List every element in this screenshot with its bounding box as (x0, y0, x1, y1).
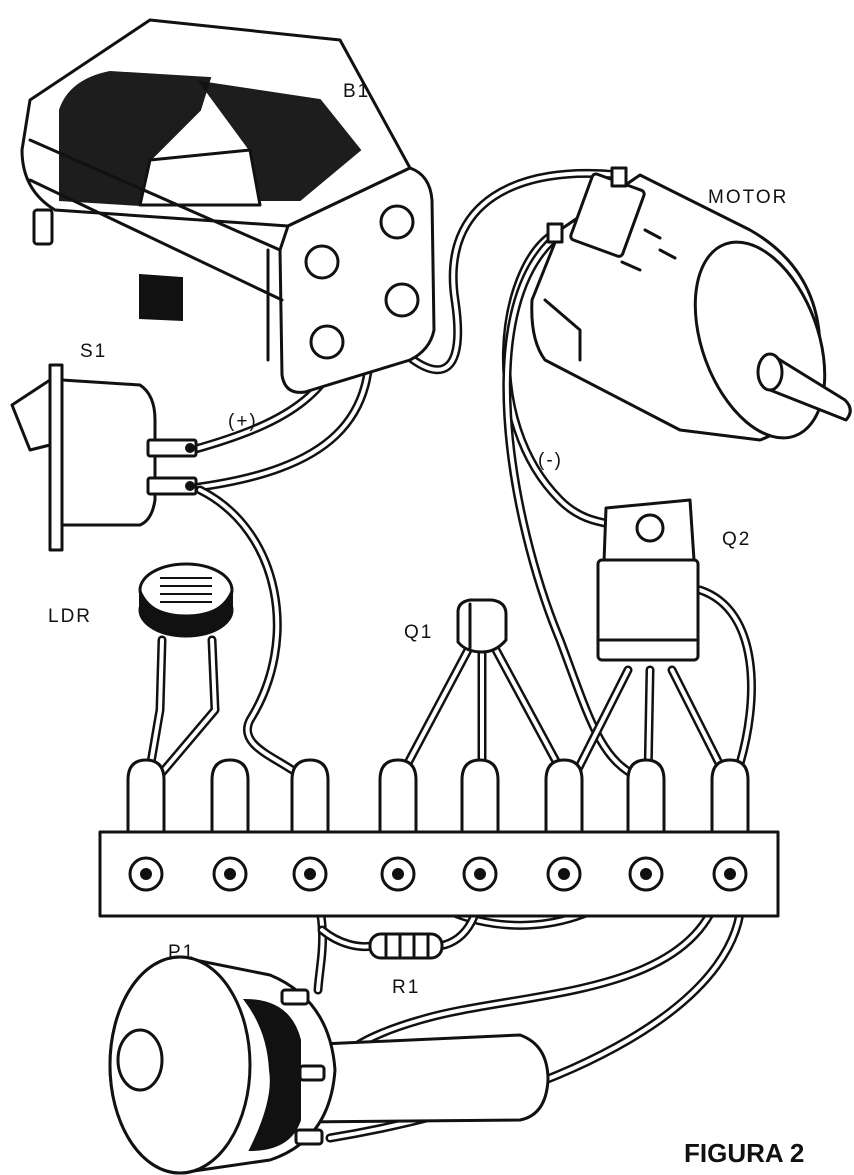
resistor-r1 (368, 932, 444, 960)
label-plus: (+) (228, 411, 258, 432)
terminal-strip (98, 758, 780, 918)
label-minus: (-) (538, 450, 563, 471)
wire-q2-lug8 (695, 585, 756, 775)
ldr-sensor (138, 562, 234, 638)
figure-caption: FIGURA 2 (684, 1138, 804, 1168)
switch-s1 (10, 363, 198, 552)
wire-b1-motor (367, 168, 623, 375)
transistor-q2 (596, 498, 700, 662)
label-motor: MOTOR (708, 187, 788, 208)
motor (530, 166, 852, 442)
transistor-q1 (456, 598, 508, 654)
wire-motor-q2 (501, 230, 620, 530)
wire-s1-strip (195, 485, 315, 790)
label-r1: R1 (392, 977, 420, 998)
potentiometer-p1 (108, 955, 550, 1175)
strip-rivets (128, 856, 748, 892)
label-s1: S1 (80, 341, 107, 362)
strip-lugs (126, 758, 750, 834)
label-q2: Q2 (722, 529, 751, 550)
wire-q1-legs (395, 645, 570, 783)
label-ldr: LDR (48, 606, 92, 627)
battery-holder-b1 (20, 18, 436, 394)
label-q1: Q1 (404, 622, 433, 643)
wire-motor-strip (502, 227, 645, 783)
label-p1: P1 (168, 942, 195, 963)
label-b1: B1 (343, 81, 370, 102)
wire-ldr-leads (143, 635, 220, 785)
